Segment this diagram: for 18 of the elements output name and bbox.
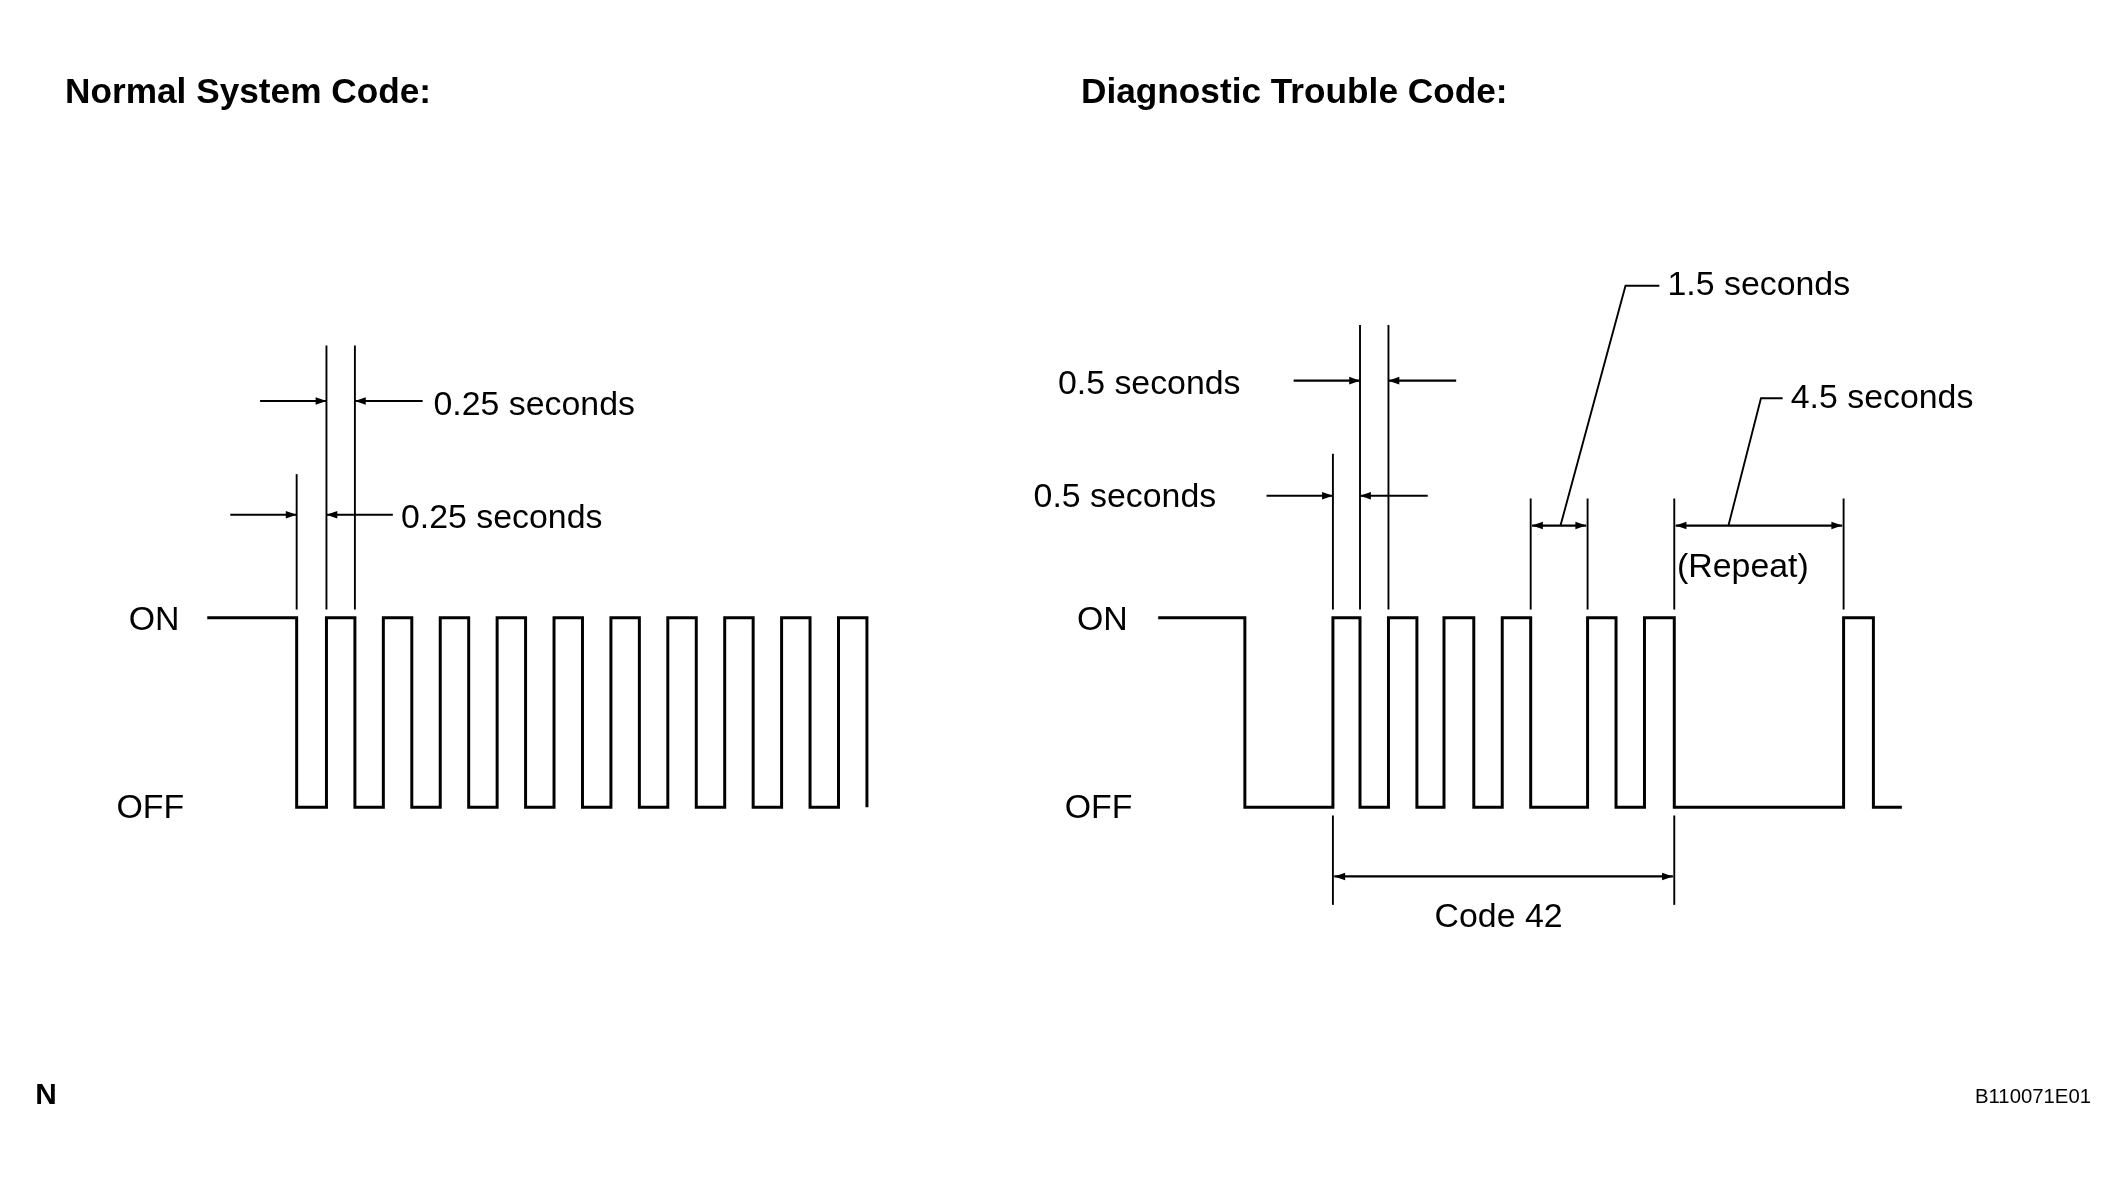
figure-id: B110071E01 xyxy=(1975,1084,2091,1105)
level-label: OFF xyxy=(1064,789,1133,823)
duration-label: 1.5 seconds xyxy=(1667,266,1851,301)
dimension-text: 0.5 seconds xyxy=(1033,477,1217,512)
leader-line xyxy=(1559,284,1661,527)
level-label: OFF xyxy=(116,789,185,823)
dimension-text: 0.25 seconds xyxy=(433,385,635,420)
dimension-text: (Repeat) xyxy=(1677,547,1809,582)
duration-label: 4.5 seconds xyxy=(1790,379,1974,414)
dimension-text: Code 42 xyxy=(1434,897,1563,932)
level-label: ON xyxy=(128,600,180,635)
corner-mark: N xyxy=(35,1079,57,1110)
dimension-text: 0.25 seconds xyxy=(400,499,603,534)
leader-line xyxy=(1727,397,1784,527)
heading: Diagnostic Trouble Code: xyxy=(1080,73,1508,109)
dimension-text: 0.5 seconds xyxy=(1057,365,1241,399)
heading: Normal System Code: xyxy=(65,73,431,109)
level-label: ON xyxy=(1076,600,1128,635)
